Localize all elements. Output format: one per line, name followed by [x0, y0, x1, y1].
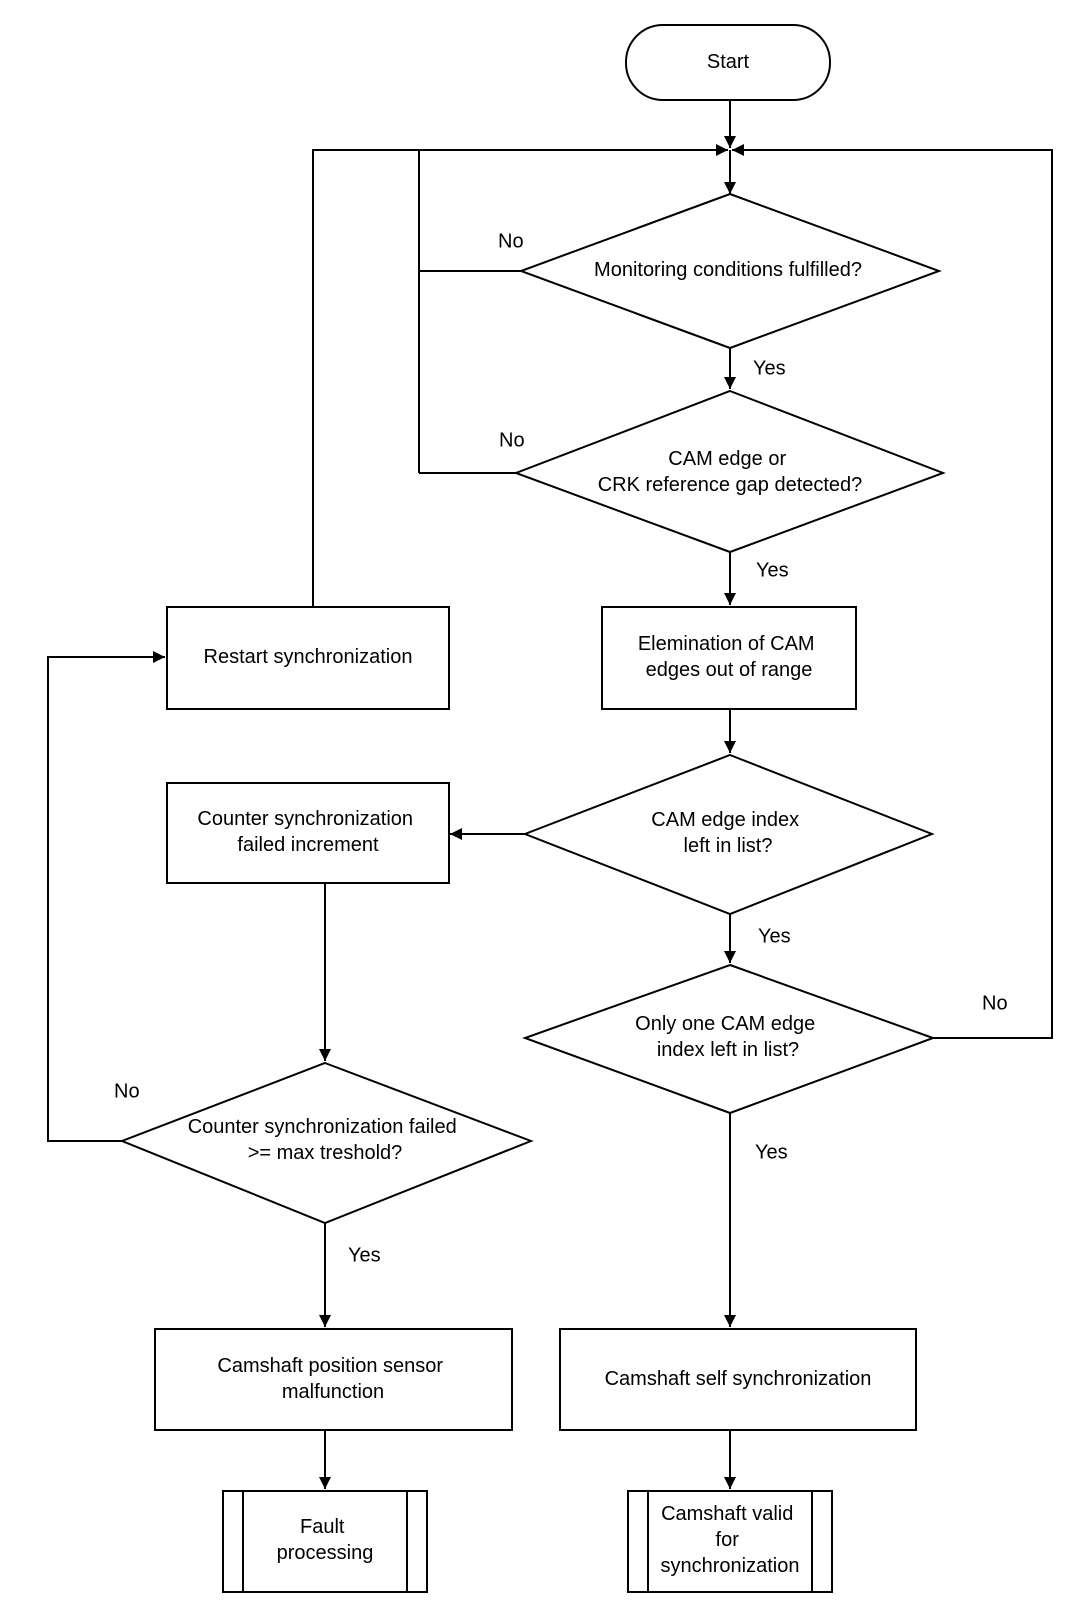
- edge-index-label: CAM edge index left in list?: [651, 809, 804, 857]
- counter-increment-process: Counter synchronization failed increment: [166, 782, 450, 884]
- elemination-process: Elemination of CAM edges out of range: [601, 606, 857, 710]
- monitoring-decision: Monitoring conditions fulfilled?: [518, 192, 942, 350]
- sensor-malfunction-label: Camshaft position sensor malfunction: [217, 1355, 448, 1403]
- restart-process: Restart synchronization: [166, 606, 450, 710]
- cam-edge-decision: CAM edge or CRK reference gap detected?: [513, 389, 946, 554]
- sensor-malfunction-process: Camshaft position sensor malfunction: [154, 1328, 513, 1431]
- cam-edge-label: CAM edge or CRK reference gap detected?: [598, 448, 863, 496]
- start-label: Start: [707, 51, 750, 73]
- edge-index-decision: CAM edge index left in list?: [522, 753, 935, 916]
- monitoring-no-label: No: [498, 230, 524, 252]
- start-terminator: Start: [625, 24, 831, 101]
- valid-subprocess: Camshaft valid for synchronization: [627, 1490, 833, 1593]
- fault-label: Fault processing: [277, 1516, 374, 1564]
- counter-check-label: Counter synchronization failed >= max tr…: [188, 1116, 463, 1164]
- only-one-no-label: No: [982, 992, 1008, 1014]
- fault-subprocess: Fault processing: [222, 1490, 428, 1593]
- cam-edge-no-label: No: [499, 429, 525, 451]
- counter-no-label: No: [114, 1080, 140, 1102]
- connector-restart-loop: [312, 144, 728, 607]
- counter-increment-label: Counter synchronization failed increment: [197, 808, 418, 856]
- self-sync-label: Camshaft self synchronization: [605, 1368, 872, 1390]
- restart-label: Restart synchronization: [204, 646, 413, 668]
- self-sync-process: Camshaft self synchronization: [559, 1328, 917, 1431]
- counter-yes-label: Yes: [348, 1244, 381, 1266]
- only-one-yes-label: Yes: [755, 1141, 788, 1163]
- counter-check-decision: Counter synchronization failed >= max tr…: [119, 1061, 534, 1225]
- elemination-label: Elemination of CAM edges out of range: [638, 633, 820, 681]
- connector-counter-no-loop: [47, 651, 165, 1142]
- monitoring-yes-label: Yes: [753, 357, 786, 379]
- cam-edge-yes-label: Yes: [756, 559, 789, 581]
- monitoring-label: Monitoring conditions fulfilled?: [594, 259, 862, 281]
- valid-label: Camshaft valid for synchronization: [661, 1503, 800, 1577]
- only-one-decision: Only one CAM edge index left in list?: [522, 963, 936, 1115]
- edge-index-yes-label: Yes: [758, 925, 791, 947]
- connector-only-one-no-loop: [732, 144, 1053, 1039]
- only-one-label: Only one CAM edge index left in list?: [635, 1013, 821, 1061]
